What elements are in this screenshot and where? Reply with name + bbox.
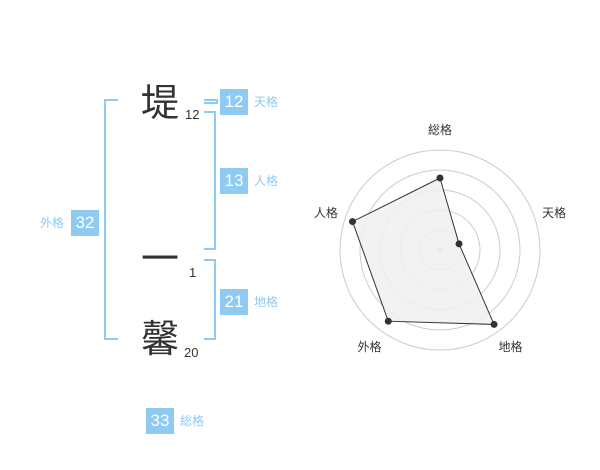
jinkaku-bracket [204, 111, 216, 250]
radar-axis-label: 天格 [542, 205, 566, 220]
tenkaku-label: 天格 [254, 95, 279, 109]
radar-ring [359, 169, 521, 331]
radar-ring [339, 149, 541, 351]
radar-point [349, 218, 357, 226]
name-char-3: 馨 [141, 317, 180, 361]
stroke-count-1: 12 [185, 107, 200, 122]
jinkaku-badge: 13 [220, 168, 248, 194]
radar-axis-label: 総格 [428, 122, 452, 137]
jinkaku-label: 人格 [254, 174, 279, 188]
radar-point [455, 240, 463, 248]
radar-axis-label: 人格 [314, 205, 338, 220]
gaikaku-label: 外格 [40, 216, 65, 230]
soukaku-badge: 33 [146, 408, 174, 434]
chikaku-label: 地格 [254, 295, 279, 309]
chikaku-bracket [204, 259, 216, 340]
radar-area [351, 177, 495, 325]
radar-point [384, 317, 392, 325]
gaikaku-bracket [104, 99, 118, 340]
stroke-count-3: 20 [184, 345, 199, 360]
radar-point [436, 174, 444, 182]
chikaku-badge: 21 [220, 289, 248, 315]
stroke-count-2: 1 [189, 265, 197, 280]
tenkaku-bracket [204, 99, 218, 104]
gaikaku-badge: 32 [71, 210, 99, 236]
name-char-2: 一 [141, 237, 180, 281]
name-char-1: 堤 [141, 81, 180, 125]
radar-axis-label: 地格 [499, 339, 523, 354]
radar-axis-label: 外格 [357, 339, 381, 354]
soukaku-label: 総格 [180, 414, 205, 428]
radar-point [490, 320, 498, 328]
tenkaku-badge: 12 [220, 89, 248, 115]
